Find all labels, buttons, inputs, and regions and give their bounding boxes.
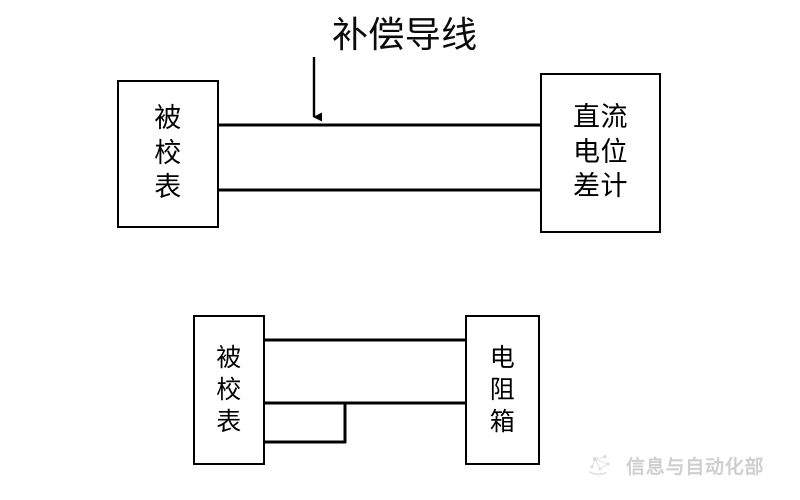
- box-text-line: 表: [154, 172, 182, 204]
- compensation-wire-label: 补偿导线: [332, 15, 478, 56]
- box-text-line: 直流: [572, 102, 629, 134]
- watermark-text: 信息与自动化部: [626, 455, 765, 478]
- box-text-line: 被: [154, 103, 182, 135]
- box-text-line: 校: [216, 375, 242, 404]
- dc-potentiometer-box: 直流 电位 差计: [540, 73, 661, 233]
- box-text-line: 箱: [489, 407, 516, 436]
- box-text-line: 被: [216, 343, 242, 372]
- box-text-line: 校: [154, 137, 182, 169]
- box-text-line: 差计: [572, 171, 629, 203]
- resistance-box: 电 阻 箱: [465, 315, 540, 465]
- network-circle-icon: [589, 455, 610, 476]
- box-text-line: 表: [216, 407, 242, 436]
- watermark: 信息与自动化部: [586, 450, 764, 480]
- device-under-test-box-bottom: 被 校 表: [193, 315, 265, 465]
- device-under-test-box-top: 被 校 表: [117, 80, 219, 228]
- box-text-line: 电: [489, 343, 516, 372]
- box-text-line: 阻: [489, 375, 516, 404]
- box-text-line: 电位: [572, 136, 629, 168]
